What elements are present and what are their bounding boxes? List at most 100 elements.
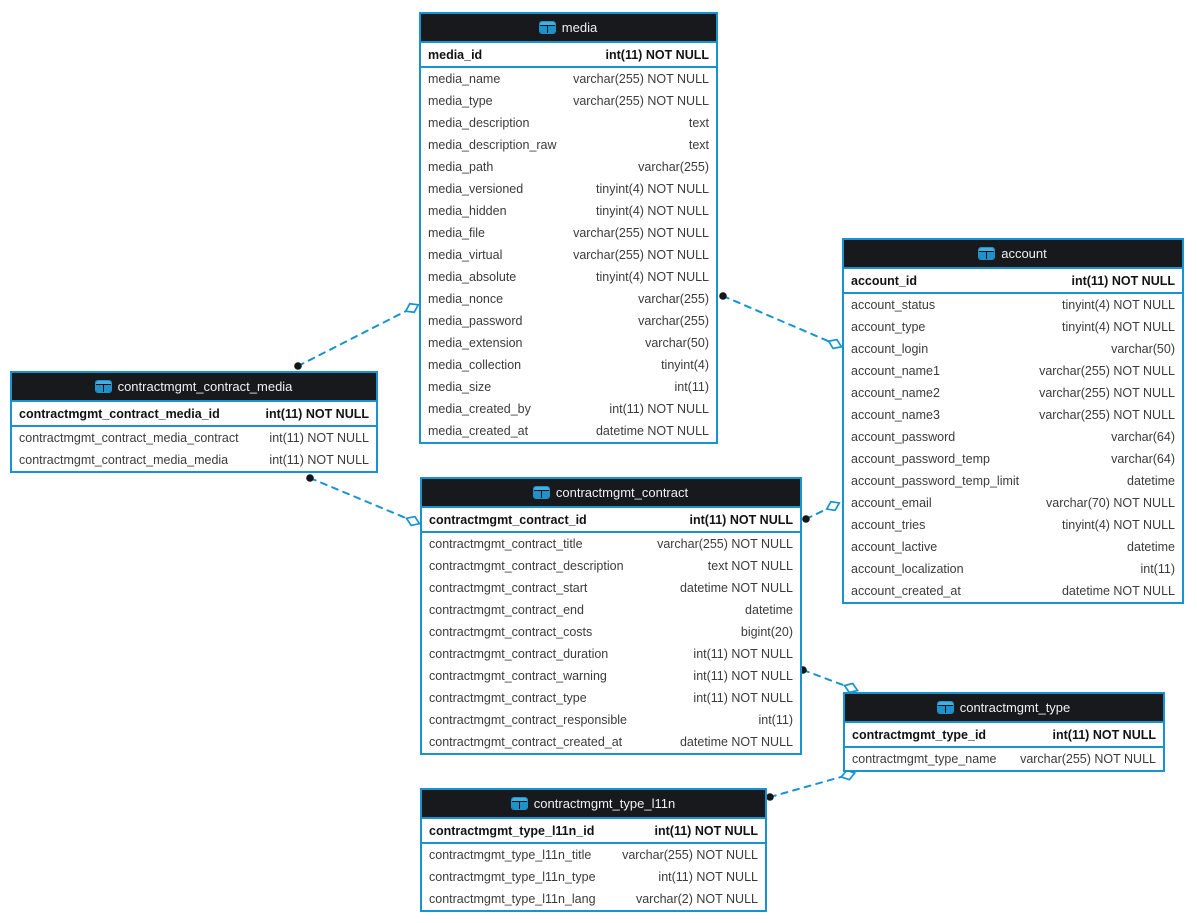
table-header[interactable]: contractmgmt_type [845, 694, 1163, 723]
column-type: varchar(64) [1111, 452, 1175, 466]
column-type: datetime NOT NULL [679, 735, 793, 749]
pk-column-name: media_id [428, 47, 483, 62]
column-type: tinyint(4) [661, 358, 709, 372]
table-icon [979, 248, 995, 259]
column-name: account_tries [851, 518, 926, 532]
column-name: media_extension [428, 336, 523, 350]
column-type: datetime [745, 603, 793, 617]
column-name: contractmgmt_type_name [852, 752, 997, 766]
column-type: tinyint(4) NOT NULL [1062, 320, 1175, 334]
table-title: account [1001, 246, 1047, 261]
column-name: contractmgmt_type_l11n_type [429, 870, 596, 884]
column-type: text [688, 116, 709, 130]
table-contractmgmt_contract_media[interactable]: contractmgmt_contract_media contractmgmt_… [10, 371, 378, 473]
column-type: varchar(255) NOT NULL [622, 848, 758, 862]
column-name: account_created_at [851, 584, 961, 598]
pk-column-name: contractmgmt_type_l11n_id [429, 823, 595, 838]
column-name: contractmgmt_contract_media_contract [19, 431, 239, 445]
relationship-contractmgmt_contract_media-to-media[interactable] [294, 301, 420, 370]
column-name: account_email [851, 496, 932, 510]
column-type: int(11) [758, 713, 793, 727]
column-name: media_password [428, 314, 523, 328]
column-type: text NOT NULL [707, 559, 793, 573]
column-type: int(11) [1140, 562, 1175, 576]
column-name: media_collection [428, 358, 522, 372]
column-name: media_file [428, 226, 485, 240]
column-type: datetime [1127, 474, 1175, 488]
table-title: media [561, 20, 598, 35]
column-type: varchar(64) [1111, 430, 1175, 444]
column-row: contractmgmt_type_l11n_type int(11) NOT N… [422, 866, 765, 888]
column-type: int(11) NOT NULL [693, 647, 793, 661]
relationship-line[interactable] [309, 477, 414, 522]
table-header[interactable]: media [421, 14, 716, 43]
column-type: varchar(255) NOT NULL [573, 94, 709, 108]
column-name: account_password_temp_limit [851, 474, 1020, 488]
column-name: account_password [851, 430, 956, 444]
column-name: contractmgmt_contract_duration [429, 647, 609, 661]
table-header[interactable]: contractmgmt_type_l11n [422, 790, 765, 819]
relationship-contractmgmt_type_l11n-to-contractmgmt_type[interactable] [766, 768, 857, 801]
column-name: account_password_temp [851, 452, 990, 466]
relationship-contractmgmt_contract_media-to-contractmgmt_contract[interactable] [306, 474, 421, 528]
column-row: media_nonce varchar(255) [421, 288, 716, 310]
relationship-line[interactable] [802, 669, 852, 689]
column-name: media_created_at [428, 424, 529, 438]
relationship-contractmgmt_contract-to-contractmgmt_type[interactable] [799, 666, 859, 695]
table-contractmgmt_contract[interactable]: contractmgmt_contract contractmgmt_contra… [420, 477, 802, 755]
column-type: int(11) NOT NULL [269, 453, 369, 467]
column-name: media_type [428, 94, 493, 108]
column-type: varchar(255) [638, 292, 709, 306]
column-name: account_status [851, 298, 936, 312]
column-name: account_name3 [851, 408, 940, 422]
column-name: media_hidden [428, 204, 507, 218]
table-contractmgmt_type_l11n[interactable]: contractmgmt_type_l11n contractmgmt_type_… [420, 788, 767, 912]
relationship-line[interactable] [805, 505, 834, 520]
column-name: media_versioned [428, 182, 524, 196]
table-header[interactable]: contractmgmt_contract [422, 479, 800, 508]
table-icon [95, 381, 111, 392]
column-type: datetime NOT NULL [679, 581, 793, 595]
column-type: varchar(50) [1111, 342, 1175, 356]
table-title: contractmgmt_type_l11n [533, 796, 676, 811]
column-type: varchar(50) [645, 336, 709, 350]
column-name: account_lactive [851, 540, 938, 554]
relationship-line[interactable] [769, 774, 849, 798]
table-header[interactable]: account [844, 240, 1182, 269]
column-name: account_localization [851, 562, 964, 576]
column-row: media_type varchar(255) NOT NULL [421, 90, 716, 112]
column-type: int(11) NOT NULL [658, 870, 758, 884]
column-row: media_collection tinyint(4) [421, 354, 716, 376]
table-header[interactable]: contractmgmt_contract_media [12, 373, 376, 402]
column-type: tinyint(4) NOT NULL [596, 182, 709, 196]
relationship-media-to-account[interactable] [719, 292, 843, 351]
pk-column-type: int(11) NOT NULL [605, 47, 709, 62]
column-name: account_name2 [851, 386, 940, 400]
column-name: media_nonce [428, 292, 504, 306]
relationship-line[interactable] [297, 307, 413, 367]
table-icon [937, 702, 953, 713]
relationship-contractmgmt_contract-to-account[interactable] [802, 499, 841, 523]
pk-column-type: int(11) NOT NULL [1052, 727, 1156, 742]
relationship-line[interactable] [722, 295, 836, 345]
column-type: text [688, 138, 709, 152]
column-name: media_created_by [428, 402, 531, 416]
